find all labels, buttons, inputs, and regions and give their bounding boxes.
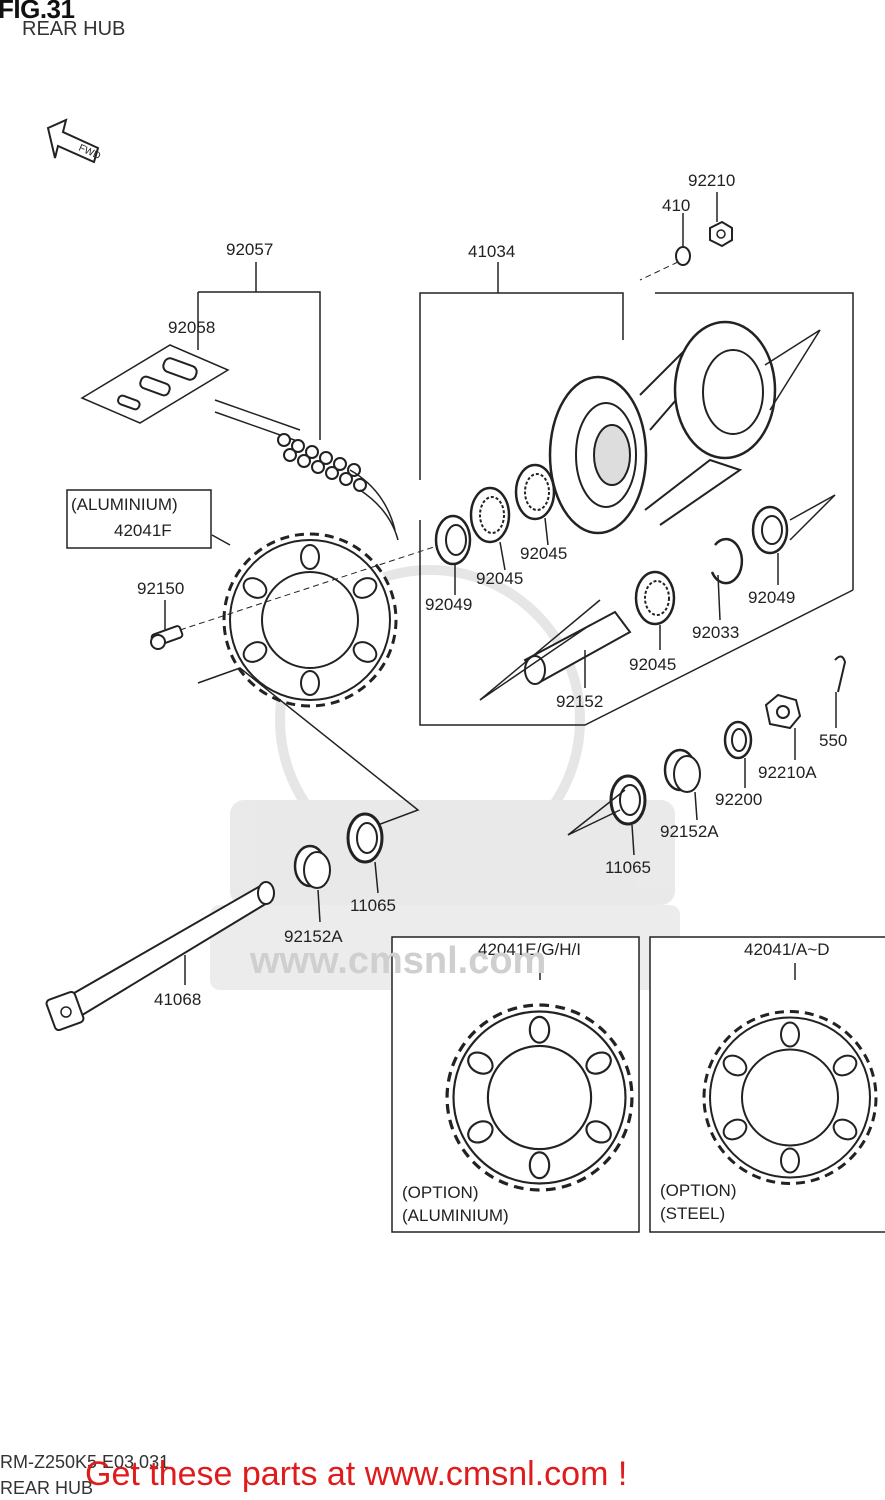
watermark-text: www.cmsnl.com — [250, 940, 547, 982]
label-92058: 92058 — [168, 318, 216, 337]
label-92210: 92210 — [688, 171, 736, 190]
label-92049-left: 92049 — [425, 595, 473, 614]
bearing-92045-c-icon — [634, 570, 676, 650]
option-aluminium-part: 42041E/G/H/I — [478, 940, 582, 959]
nut-92210-icon — [709, 192, 733, 248]
label-92045-a: 92045 — [476, 569, 524, 588]
aluminium-tag-box — [66, 489, 212, 549]
option-aluminium-box — [391, 936, 640, 1233]
label-92045-c: 92045 — [629, 655, 677, 674]
sprocket-mount-bracket — [197, 667, 420, 827]
label-11065-left: 11065 — [350, 896, 397, 915]
label-92152a-right: 92152A — [660, 822, 719, 841]
forward-arrow-icon: FWD — [46, 118, 102, 164]
option-steel-part: 42041/A~D — [744, 940, 830, 959]
option-steel-box — [649, 936, 885, 1233]
label-92200: 92200 — [715, 790, 763, 809]
label-550: 550 — [819, 731, 848, 750]
label-92033: 92033 — [692, 623, 740, 642]
label-92150: 92150 — [137, 579, 185, 598]
label-42041f: 42041F — [114, 521, 172, 540]
washer-410-icon — [639, 213, 691, 281]
option-steel-line2: (STEEL) — [660, 1204, 726, 1223]
sprocket-42041f-icon — [211, 532, 398, 708]
label-92057: 92057 — [226, 240, 274, 259]
bearing-92045-a-icon — [469, 486, 511, 571]
cotter-pin-550-icon — [834, 655, 847, 728]
label-92152a-left: 92152A — [284, 927, 343, 946]
bolt-92150-icon — [150, 544, 441, 650]
collar-92152a-right-icon — [663, 748, 701, 821]
label-410: 410 — [662, 196, 691, 215]
collar-92152a-left-icon — [293, 844, 331, 923]
figure-number: FIG.31 — [0, 0, 75, 24]
seal-92049-right-icon — [751, 494, 836, 585]
hub-assembly-bracket — [419, 262, 854, 726]
collar-92152-icon — [479, 599, 632, 701]
diagram-code: RM-Z250K5 E03 031 — [0, 1452, 170, 1472]
label-92049-right: 92049 — [748, 588, 796, 607]
seal-11065-left-icon — [346, 812, 384, 894]
seal-92049-left-icon — [434, 514, 472, 595]
label-92210a: 92210A — [758, 763, 817, 782]
promo-link[interactable]: Get these parts at www.cmsnl.com ! — [85, 1455, 628, 1493]
castle-nut-92210a-icon — [764, 693, 802, 760]
bearing-92045-b-icon — [514, 463, 556, 546]
figure-title: REAR HUB — [22, 18, 126, 40]
option-aluminium-line2: (ALUMINIUM) — [402, 1206, 509, 1225]
axle-41068-icon — [45, 881, 275, 1032]
label-11065-right: 11065 — [605, 858, 652, 877]
label-92045-b: 92045 — [520, 544, 568, 563]
washer-92200-icon — [723, 720, 753, 788]
footer-title: REAR HUB — [0, 1478, 94, 1498]
chain-joint-icon — [80, 262, 399, 541]
seal-11065-right-icon — [567, 774, 647, 856]
circlip-92033-icon — [710, 537, 744, 621]
option-aluminium-line1: (OPTION) — [402, 1183, 479, 1202]
label-41068: 41068 — [154, 990, 202, 1009]
label-92152: 92152 — [556, 692, 604, 711]
label-aluminium-tag: (ALUMINIUM) — [71, 495, 178, 514]
label-41034: 41034 — [468, 242, 516, 261]
rear-hub-41034-icon — [548, 320, 821, 535]
option-steel-line1: (OPTION) — [660, 1181, 737, 1200]
